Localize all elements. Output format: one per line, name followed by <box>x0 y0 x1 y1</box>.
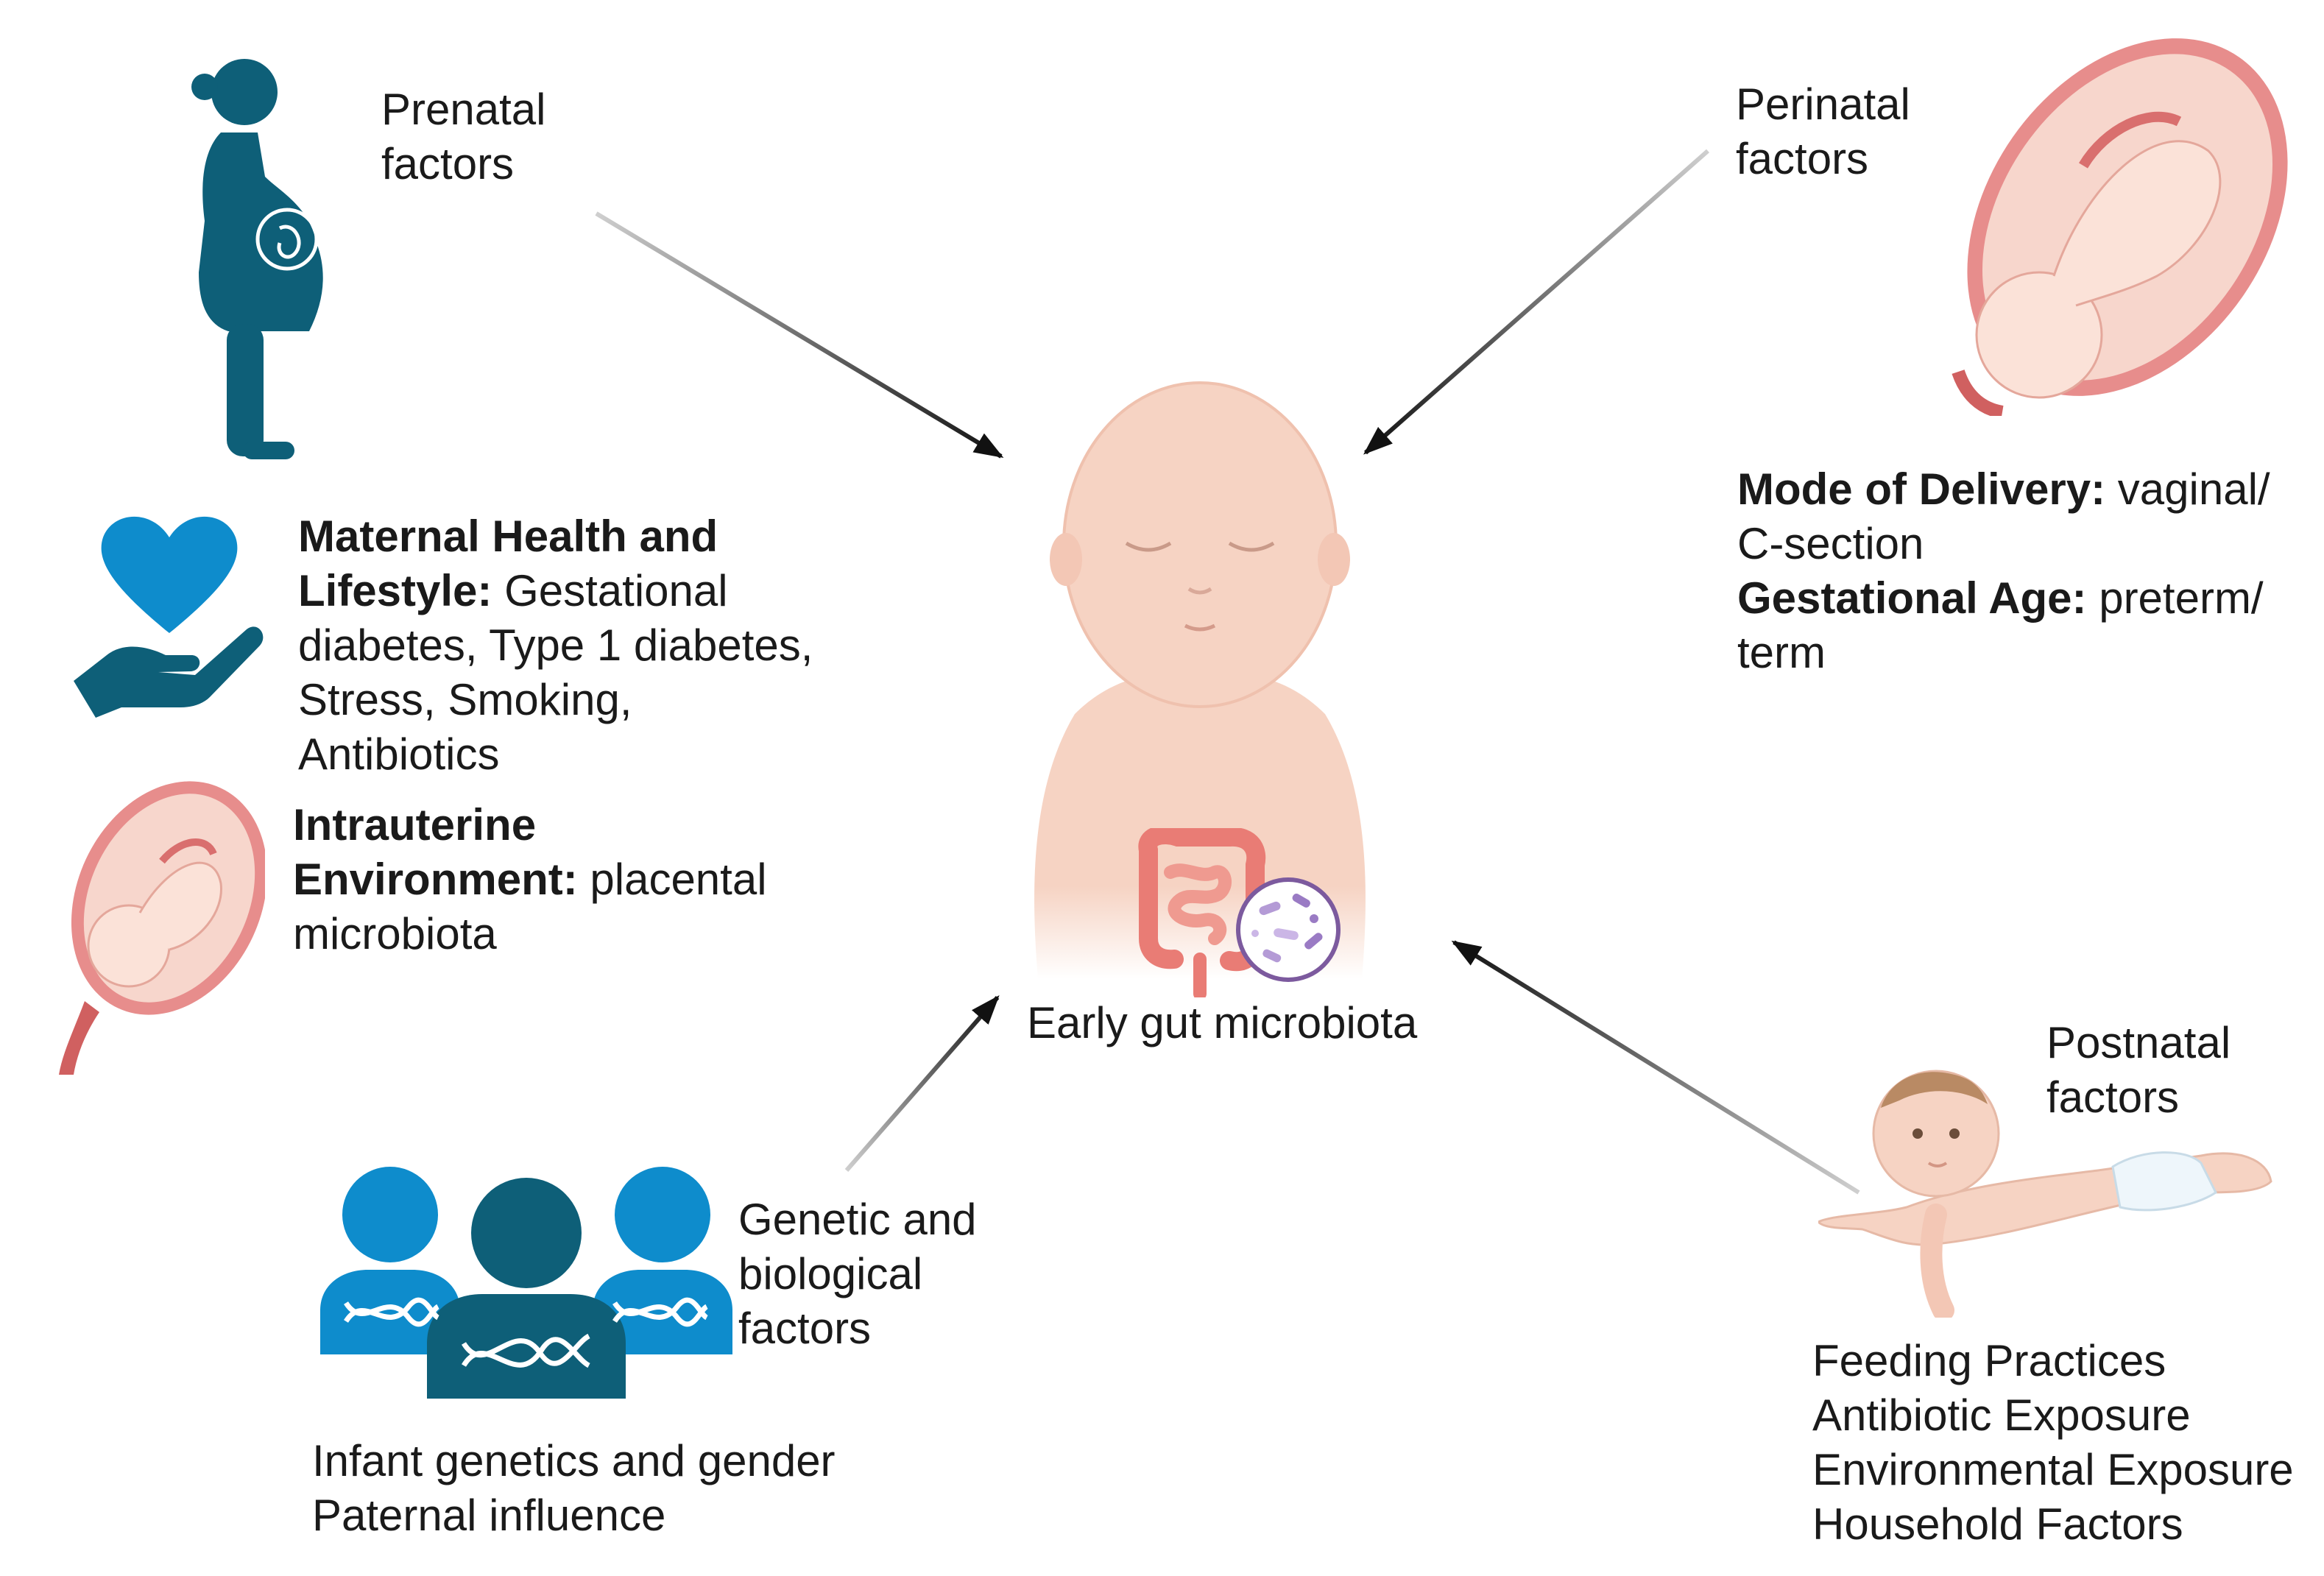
intrauterine-text: Intrauterine Environment: placental micr… <box>293 800 767 958</box>
perinatal-label: Perinatal factors <box>1736 79 1910 183</box>
fetus-in-uterus-icon <box>1952 38 2288 416</box>
postnatal-label: Postnatal factors <box>2046 1018 2231 1122</box>
dna-people-icon <box>320 1167 732 1399</box>
center-label: Early gut microbiota <box>1027 998 1418 1047</box>
arrow-genetic <box>844 994 1000 1172</box>
arrow-prenatal <box>595 211 1004 459</box>
prenatal-label: Prenatal factors <box>381 85 546 188</box>
genetic-items: Infant genetics and gender Paternal infl… <box>312 1436 836 1540</box>
heart-hand-icon <box>74 516 264 718</box>
postnatal-item: Environmental Exposure <box>1812 1445 2294 1494</box>
perinatal-details: Mode of Delivery: vaginal/ C-section Ges… <box>1737 464 2270 677</box>
fetus-in-uterus-icon <box>59 781 265 1075</box>
genetic-label: Genetic and biological factors <box>738 1195 977 1353</box>
arrow-perinatal <box>1363 149 1709 455</box>
crawling-baby-icon <box>1818 1070 2272 1318</box>
postnatal-item: Feeding Practices <box>1812 1336 2166 1385</box>
bacteria-icon <box>1236 877 1341 982</box>
pregnant-woman-icon <box>191 59 323 459</box>
postnatal-items: Feeding Practices Antibiotic Exposure En… <box>1812 1334 2294 1552</box>
postnatal-item: Household Factors <box>1812 1499 2183 1549</box>
maternal-health-text: Maternal Health and Lifestyle: Gestation… <box>298 512 813 779</box>
postnatal-item: Antibiotic Exposure <box>1812 1391 2191 1440</box>
arrow-postnatal <box>1451 940 1860 1195</box>
